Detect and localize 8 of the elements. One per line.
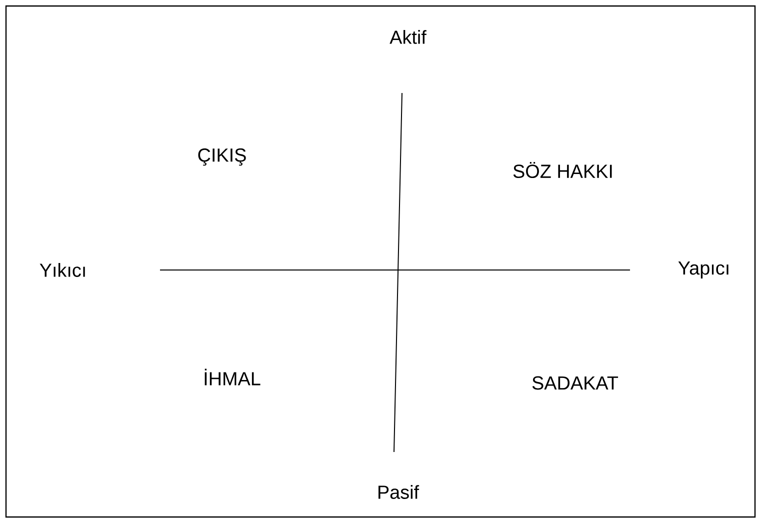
axis-label: Yıkıcı	[40, 263, 85, 277]
quadrant-label: SADAKAT	[532, 376, 618, 390]
axis-label: Aktif	[390, 30, 426, 44]
quadrant-label: İHMAL	[204, 368, 260, 386]
quadrant-label: ÇIKIŞ	[198, 148, 246, 166]
axis-label: Pasif	[378, 485, 420, 499]
axis-label: Yapıcı	[678, 262, 728, 278]
quadrant-label: SÖZ HAKKI	[513, 162, 612, 178]
